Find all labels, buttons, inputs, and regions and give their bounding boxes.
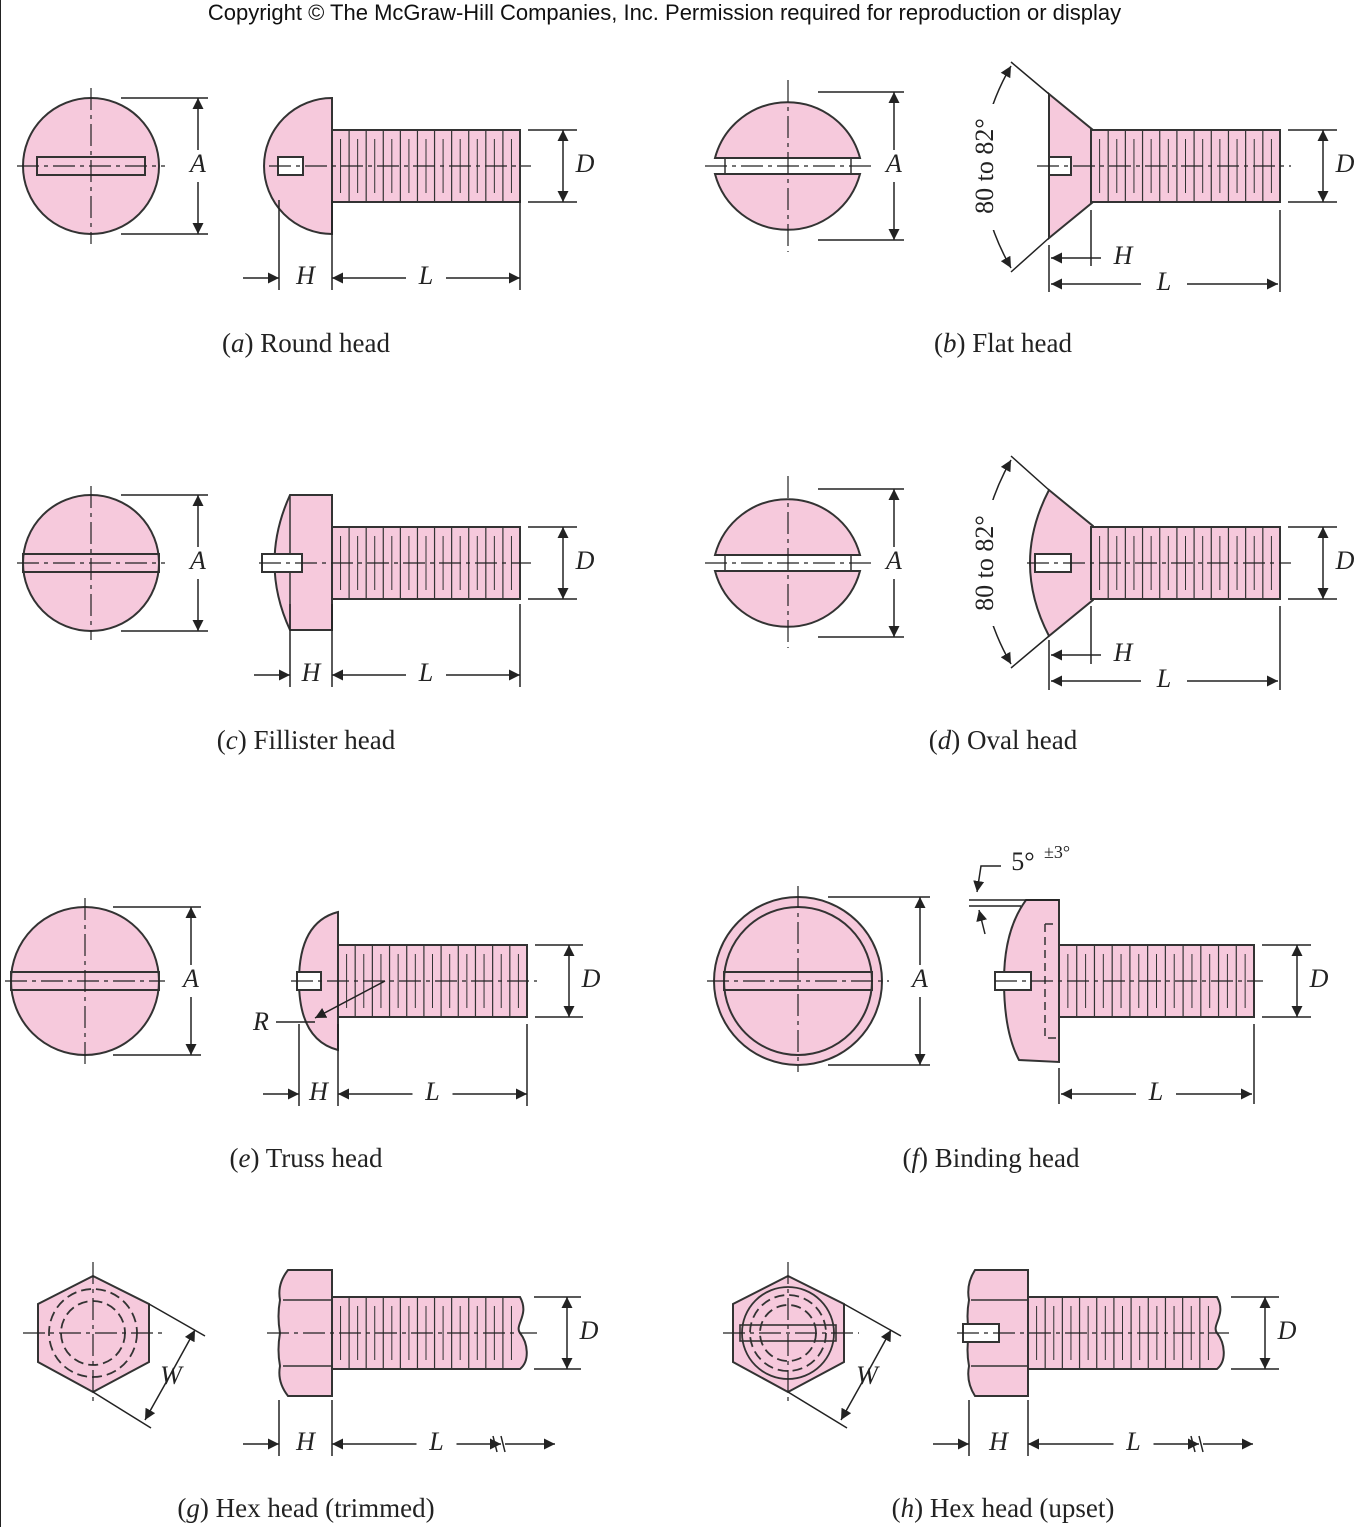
dimension-label-d: D [1335,546,1355,575]
dimension-label-l: L [424,1077,439,1106]
extension-line [787,1391,848,1429]
label-gap [1119,1429,1148,1459]
angle-extension [1010,237,1050,273]
figure-a-round-head: A D H L [17,88,595,293]
angle-leader [973,865,1001,893]
angle-arrow [976,909,988,935]
dimension-label-h: H [301,658,322,687]
dimension-arrow [868,1329,892,1371]
angle-tolerance-label: ±3° [1044,842,1070,862]
break-mark [492,1435,498,1453]
dimension-label-h: H [295,1427,316,1456]
dimension-label-a: A [188,149,206,178]
angle-label: 80 to 82° [970,515,999,611]
break-mark [500,1435,506,1453]
label-gap [412,660,440,690]
figure-g-hex-head-trimmed: W D H L [23,1262,599,1459]
extension-line [92,1391,152,1429]
dimension-label-l: L [1148,1077,1163,1106]
angle-extension [1010,635,1050,669]
caption-c: (c) Fillister head [216,725,396,755]
dimension-label-a: A [181,964,199,993]
angle-label: 80 to 82° [970,118,999,214]
caption-b: (b) Flat head [934,328,1072,358]
dimension-label-l: L [428,1427,443,1456]
dimension-label-a: A [910,964,928,993]
dimension-label-h: H [1113,638,1134,667]
extension-line [843,1303,902,1337]
dimension-label-l: L [418,658,433,687]
break-mark [1190,1435,1196,1453]
label-gap [186,547,210,579]
dimension-label-d: D [581,964,601,993]
dimension-label-d: D [1335,149,1355,178]
dimension-arrow [840,1369,870,1421]
dimension-label-l: L [1125,1427,1140,1456]
undercut-hidden [1044,923,1059,1039]
figure-h-hex-head-upset: W D H L [723,1262,1297,1459]
radius-arrow [314,980,386,1019]
dimension-label-l: L [1156,664,1171,693]
dimension-label-d: D [575,546,595,575]
caption-f: (f) Binding head [902,1143,1080,1173]
dimension-label-w: W [160,1361,184,1390]
label-gap [186,150,210,182]
dimension-arrow [144,1369,174,1421]
dimension-arrow [172,1329,196,1371]
figure-c-fillister-head: A D H L [17,486,595,690]
label-gap [179,965,203,997]
angle-extension [1010,455,1050,491]
dimension-label-l: L [1156,267,1171,296]
label-gap [882,150,906,182]
dimension-label-d: D [579,1316,599,1345]
break-mark [1198,1435,1204,1453]
caption-g: (g) Hex head (trimmed) [177,1493,435,1523]
dimension-label-l: L [418,261,433,290]
label-gap [422,1429,451,1459]
dimension-label-h: H [1113,241,1134,270]
dimension-label-a: A [884,546,902,575]
angle-label: 5° [1011,847,1034,876]
dimension-label-w: W [856,1361,880,1390]
angle-extension [1010,61,1050,95]
figure-b-flat-head: A D 80 to 82° HL [705,61,1355,296]
copyright-notice: Copyright © The McGraw-Hill Companies, I… [207,0,1122,25]
dimension-label-h: H [988,1427,1009,1456]
dimension-label-h: H [308,1077,329,1106]
figure-e-truss-head: A D R H L [5,898,601,1109]
figure-d-oval-head: A D 80 to 82° HL [705,455,1355,693]
label-gap [882,547,906,579]
dimension-label-d: D [575,149,595,178]
caption-a: (a) Round head [222,328,390,358]
dimension-label-d: D [1309,964,1329,993]
label-gap [412,263,440,293]
caption-e: (e) Truss head [229,1143,383,1173]
dimension-label-h: H [295,261,316,290]
label-gap [971,104,1001,230]
caption-h: (h) Hex head (upset) [891,1493,1115,1523]
dimension-label-a: A [884,149,902,178]
label-gap [971,500,1001,626]
figure-f-binding-head: A D 5° ±3° L [707,842,1329,1106]
extension-line [148,1303,206,1337]
caption-d: (d) Oval head [928,725,1078,755]
label-gap [418,1079,447,1109]
dimension-label-a: A [188,546,206,575]
label-gap [908,965,932,997]
dimension-label-r: R [252,1007,269,1036]
dimension-label-d: D [1277,1316,1297,1345]
